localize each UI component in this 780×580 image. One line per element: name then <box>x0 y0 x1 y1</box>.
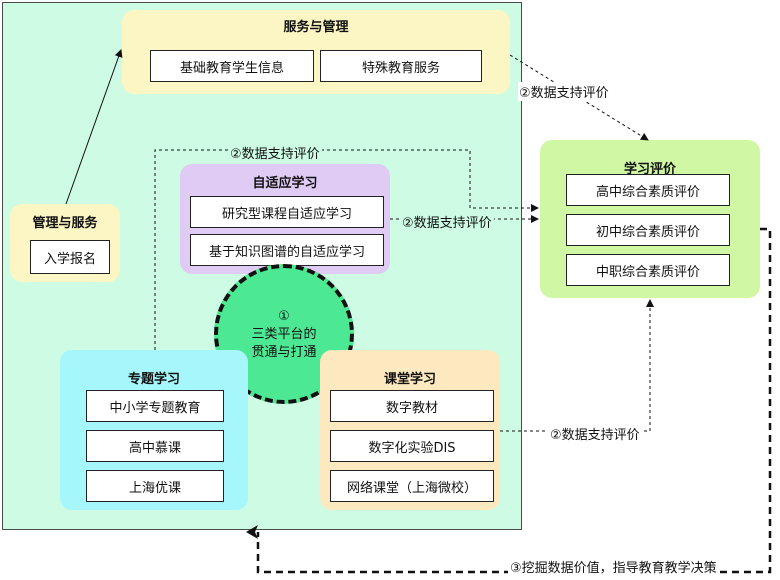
admin-service-group: 管理与服务 入学报名 <box>10 204 120 282</box>
knowledge-graph-adaptive-item[interactable]: 基于知识图谱的自适应学习 <box>190 234 384 266</box>
classroom-to-evaluation-connector <box>500 299 654 432</box>
topic-to-evaluation-connector <box>154 149 539 350</box>
vocational-evaluation-item[interactable]: 中职综合素质评价 <box>566 254 730 286</box>
enrollment-item[interactable]: 入学报名 <box>30 240 110 274</box>
data-support-label-topic: ②数据支持评价 <box>228 143 322 162</box>
digital-textbook-item[interactable]: 数字教材 <box>330 390 494 422</box>
high-school-mooc-item[interactable]: 高中慕课 <box>86 430 224 462</box>
center-circle-number: ① <box>278 309 290 324</box>
mining-decision-label: ③挖掘数据价值，指导教育教学决策 <box>508 557 719 576</box>
service-management-title: 服务与管理 <box>283 20 349 35</box>
classroom-learning-title: 课堂学习 <box>383 372 436 387</box>
data-support-label-classroom: ②数据支持评价 <box>548 424 642 443</box>
online-classroom-item[interactable]: 网络课堂（上海微校） <box>330 470 494 502</box>
data-support-label-service: ②数据支持评价 <box>518 82 610 101</box>
adaptive-learning-title: 自适应学习 <box>252 176 318 191</box>
topic-learning-title: 专题学习 <box>127 372 180 387</box>
k12-topic-education-item[interactable]: 中小学专题教育 <box>86 390 224 422</box>
evaluation-feedback-connector <box>246 227 772 574</box>
classroom-learning-group: 课堂学习 数字教材 数字化实验DIS 网络课堂（上海微校） <box>320 350 500 510</box>
center-circle-line1: 三类平台的 <box>251 327 317 342</box>
adaptive-learning-group: 自适应学习 研究型课程自适应学习 基于知识图谱的自适应学习 <box>180 164 390 274</box>
shanghai-excellent-course-item[interactable]: 上海优课 <box>86 470 224 502</box>
center-circle-line2: 贯通与打通 <box>251 345 317 360</box>
middle-school-evaluation-item[interactable]: 初中综合素质评价 <box>566 214 730 246</box>
service-management-group: 服务与管理 基础教育学生信息 特殊教育服务 <box>122 10 510 94</box>
special-education-item[interactable]: 特殊教育服务 <box>320 50 482 82</box>
learning-evaluation-title: 学习评价 <box>623 162 676 177</box>
data-support-label-adaptive: ②数据支持评价 <box>400 212 494 231</box>
digital-experiment-dis-item[interactable]: 数字化实验DIS <box>330 430 494 462</box>
research-adaptive-item[interactable]: 研究型课程自适应学习 <box>190 196 384 228</box>
learning-evaluation-group: 学习评价 高中综合素质评价 初中综合素质评价 中职综合素质评价 <box>540 140 760 298</box>
basic-student-info-item[interactable]: 基础教育学生信息 <box>150 50 314 82</box>
topic-learning-group: 专题学习 中小学专题教育 高中慕课 上海优课 <box>60 350 248 510</box>
high-school-evaluation-item[interactable]: 高中综合素质评价 <box>566 174 730 206</box>
admin-service-title: 管理与服务 <box>32 216 98 231</box>
admin-to-service-arrow <box>65 49 123 205</box>
